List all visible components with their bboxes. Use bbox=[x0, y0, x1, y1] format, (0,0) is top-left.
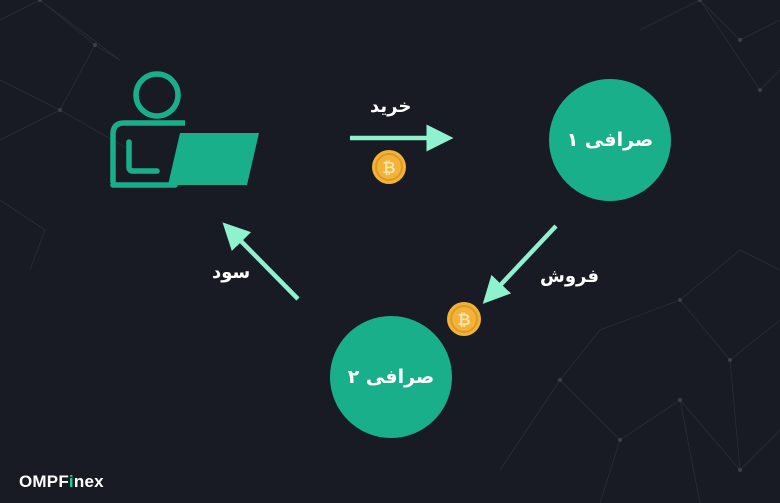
trader-laptop-icon bbox=[110, 71, 259, 188]
sell-label: فروش bbox=[540, 266, 600, 287]
brand-logo: OMPFinex bbox=[19, 472, 104, 492]
exchange-2-node: صرافی ۲ bbox=[330, 316, 452, 438]
brand-prefix: OMPF bbox=[19, 472, 69, 491]
brand-highlight: i bbox=[68, 472, 74, 491]
exchange-2-label: صرافی ۲ bbox=[347, 366, 435, 388]
sell-arrow bbox=[482, 224, 558, 304]
exchange-1-node: صرافی ۱ bbox=[549, 79, 671, 201]
profit-arrow bbox=[222, 222, 300, 301]
brand-suffix: nex bbox=[73, 472, 104, 491]
buy-label: خرید bbox=[370, 96, 412, 117]
bitcoin-coin-icon: ₿ bbox=[372, 150, 406, 184]
svg-text:₿: ₿ bbox=[457, 310, 470, 329]
svg-text:₿: ₿ bbox=[382, 158, 395, 177]
exchange-1-label: صرافی ۱ bbox=[566, 129, 654, 151]
profit-label: سود bbox=[212, 262, 251, 283]
bitcoin-coin-icon: ₿ bbox=[447, 302, 481, 336]
